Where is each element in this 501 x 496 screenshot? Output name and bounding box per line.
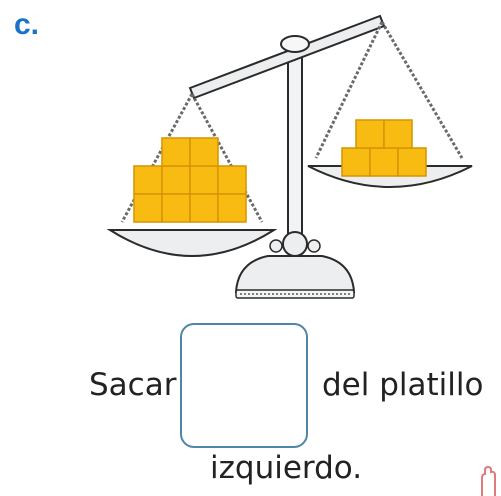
right-pan-block bbox=[369, 147, 399, 177]
left-pan-block bbox=[161, 165, 191, 195]
exercise-label: c. bbox=[14, 8, 40, 41]
left-pan-block bbox=[133, 165, 163, 195]
right-pan-block bbox=[397, 147, 427, 177]
sentence-part-3: izquierdo. bbox=[210, 450, 363, 486]
left-pan-block bbox=[217, 165, 247, 195]
right-pan-blocks bbox=[341, 119, 427, 177]
left-pan bbox=[106, 229, 278, 257]
left-pan-block bbox=[189, 165, 219, 195]
scale-base bbox=[234, 255, 356, 299]
left-pan-block bbox=[217, 193, 247, 223]
sentence-part-2: del platillo bbox=[322, 367, 484, 403]
left-pan-block bbox=[161, 193, 191, 223]
left-pan-blocks bbox=[133, 137, 247, 223]
balance-scale-illustration bbox=[106, 14, 473, 299]
left-pan-block bbox=[133, 193, 163, 223]
left-pan-block bbox=[189, 137, 219, 167]
right-pan-block bbox=[355, 119, 385, 149]
left-pan-block bbox=[161, 137, 191, 167]
sentence-part-1: Sacar bbox=[89, 367, 177, 403]
left-pan-block bbox=[189, 193, 219, 223]
right-pan-block bbox=[341, 147, 371, 177]
hand-icon bbox=[481, 466, 496, 496]
scale-pillar bbox=[269, 47, 321, 257]
right-pan-block bbox=[383, 119, 413, 149]
answer-box[interactable] bbox=[180, 323, 308, 448]
